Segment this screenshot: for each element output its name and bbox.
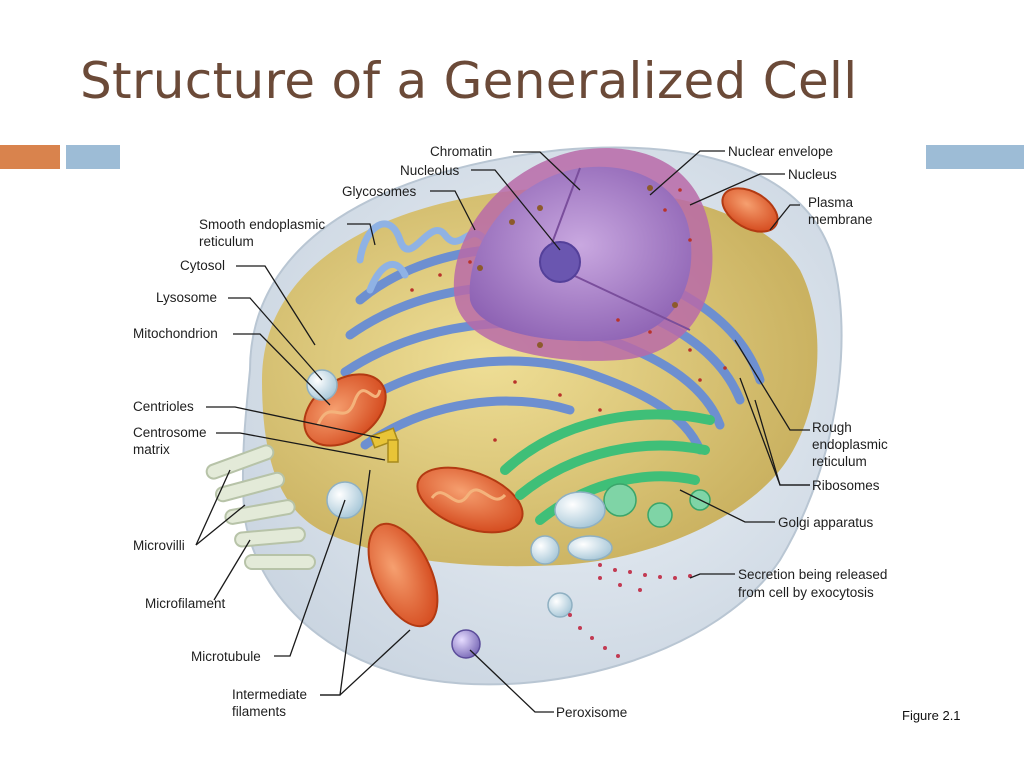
nucleus-shape [453, 148, 713, 361]
label-leader-lines [195, 150, 810, 713]
label-nucleolus: Nucleolus [400, 163, 460, 178]
label-cytosol: Cytosol [180, 258, 225, 273]
exocytosis-dots [568, 563, 692, 658]
vesicle-shapes [306, 369, 613, 618]
label-microtubule: Microtubule [191, 649, 261, 664]
label-intermediate-line2: filaments [232, 704, 286, 719]
label-centrosome-line2: matrix [133, 442, 170, 457]
label-plasma-line2: membrane [808, 212, 873, 227]
nucleolus-shape [539, 241, 581, 283]
figure-caption: Figure 2.1 [902, 708, 961, 723]
nuclear-pores [477, 185, 678, 348]
label-nucleus: Nucleus [788, 167, 837, 182]
accent-bar-blue-right [926, 145, 1024, 169]
peroxisome-shape [451, 629, 481, 659]
accent-bar-orange [0, 145, 60, 169]
label-rough-er-line1: Rough [812, 420, 852, 435]
diagram-labels: Chromatin Nucleolus Glycosomes Smooth en… [133, 144, 888, 720]
label-centrosome-line1: Centrosome [133, 425, 207, 440]
label-rough-er-line2: endoplasmic [812, 437, 888, 452]
golgi-vesicles [603, 483, 711, 528]
label-secretion-line2: from cell by exocytosis [738, 585, 874, 600]
label-centrioles: Centrioles [133, 399, 194, 414]
accent-bar-blue-left [66, 145, 120, 169]
label-lysosome: Lysosome [156, 290, 217, 305]
label-ribosomes: Ribosomes [812, 478, 880, 493]
label-golgi: Golgi apparatus [778, 515, 874, 530]
label-microvilli: Microvilli [133, 538, 185, 553]
label-mitochondrion: Mitochondrion [133, 326, 218, 341]
label-microfilament: Microfilament [145, 596, 226, 611]
microvilli-shapes [205, 444, 316, 570]
label-plasma-line1: Plasma [808, 195, 854, 210]
centrioles-shape [369, 427, 399, 463]
label-secretion-line1: Secretion being released [738, 567, 887, 582]
ribosome-dots [410, 188, 727, 442]
label-smooth-er-line2: reticulum [199, 234, 254, 249]
mitochondrion-shapes [303, 187, 779, 628]
label-intermediate-line1: Intermediate [232, 687, 307, 702]
smooth-er-shape [356, 220, 489, 294]
label-glycosomes: Glycosomes [342, 184, 417, 199]
slide-title: Structure of a Generalized Cell [80, 52, 858, 110]
label-peroxisome: Peroxisome [556, 705, 627, 720]
label-rough-er-line3: reticulum [812, 454, 867, 469]
label-nuclear-envelope: Nuclear envelope [728, 144, 833, 159]
label-smooth-er-line1: Smooth endoplasmic [199, 217, 325, 232]
label-chromatin: Chromatin [430, 144, 492, 159]
